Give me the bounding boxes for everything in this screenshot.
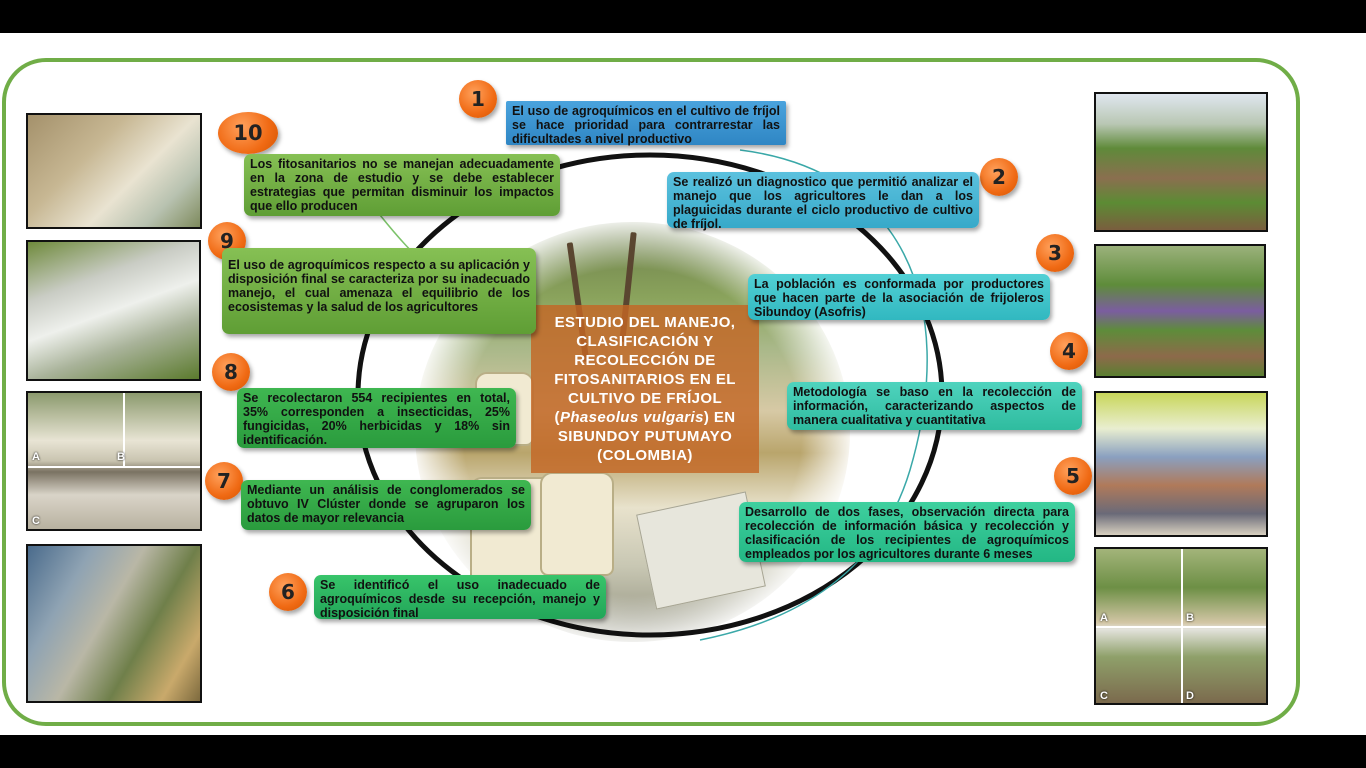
step-number-6: 6 — [269, 573, 307, 611]
photo-label-c: C — [32, 515, 40, 527]
step-number-3: 3 — [1036, 234, 1074, 272]
step-number-5: 5 — [1054, 457, 1092, 495]
photo-label-a: A — [1100, 612, 1108, 624]
photo-field-work-abcd: A B C D — [1094, 547, 1268, 705]
title-line: FITOSANITARIOS EN EL — [554, 371, 736, 388]
step-10-text: Los fitosanitarios no se manejan adecuad… — [250, 157, 554, 213]
scientific-name: Phaseolus vulgaris — [559, 409, 704, 426]
photo-farmers-in-field — [1094, 244, 1266, 378]
step-7-box: Mediante un análisis de conglomerados se… — [241, 480, 531, 530]
step-5-text: Desarrollo de dos fases, observación dir… — [745, 505, 1069, 561]
step-7-text: Mediante un análisis de conglomerados se… — [247, 483, 525, 525]
photo-containers-ground — [26, 113, 202, 229]
photo-farmer-with-bucket — [26, 544, 202, 703]
photo-label-c: C — [1100, 690, 1108, 702]
step-number-2: 2 — [980, 158, 1018, 196]
step-8-box: Se recolectaron 554 recipientes en total… — [237, 388, 516, 448]
photo-divider — [1181, 549, 1183, 703]
title-line: CLASIFICACIÓN Y — [576, 333, 714, 350]
photo-divider — [123, 393, 125, 466]
photo-label-b: B — [1186, 612, 1194, 624]
step-3-box: La población es conformada por productor… — [748, 274, 1050, 320]
photo-label-b: B — [117, 451, 125, 463]
step-1-box: El uso de agroquímicos en el cultivo de … — [506, 101, 786, 146]
step-number-4: 4 — [1050, 332, 1088, 370]
bottom-letterbox-bar — [0, 735, 1366, 768]
step-3-text: La población es conformada por productor… — [754, 277, 1044, 319]
central-title-box: ESTUDIO DEL MANEJO, CLASIFICACIÓN Y RECO… — [531, 305, 759, 473]
step-8-text: Se recolectaron 554 recipientes en total… — [243, 391, 510, 447]
photo-label-a: A — [32, 451, 40, 463]
photo-divider — [28, 466, 200, 468]
step-10-box: Los fitosanitarios no se manejan adecuad… — [244, 154, 560, 216]
step-5-box: Desarrollo de dos fases, observación dir… — [739, 502, 1075, 562]
step-9-text: El uso de agroquímicos respecto a su apl… — [228, 258, 530, 314]
top-letterbox-bar — [0, 0, 1366, 33]
step-2-box: Se realizó un diagnostico que permitió a… — [667, 172, 979, 231]
step-number-8: 8 — [212, 353, 250, 391]
step-4-text: Metodología se baso en la recolección de… — [793, 385, 1076, 427]
step-number-1: 1 — [459, 80, 497, 118]
title-paren-close: ) EN — [703, 409, 736, 426]
title-line: SIBUNDOY PUTUMAYO — [557, 428, 733, 445]
title-line: ESTUDIO DEL MANEJO, — [554, 314, 736, 331]
step-2-text: Se realizó un diagnostico que permitió a… — [673, 175, 973, 231]
title-line: (COLOMBIA) — [597, 447, 693, 464]
photo-label-d: D — [1186, 690, 1194, 702]
step-6-box: Se identificó el uso inadecuado de agroq… — [314, 575, 606, 620]
step-number-7: 7 — [205, 462, 243, 500]
title-paren-open: ( — [554, 409, 560, 426]
step-9-box: El uso de agroquímicos respecto a su apl… — [222, 248, 536, 334]
title-line-scientific: (Phaseolus vulgaris) EN — [555, 408, 736, 427]
title-line: RECOLECCIÓN DE — [574, 352, 716, 369]
photo-bean-field — [1094, 92, 1268, 232]
photo-shelf-containers-abc: A B C — [26, 391, 202, 531]
photo-meeting-room — [1094, 391, 1268, 537]
photo-discarded-bottles — [26, 240, 201, 381]
step-6-text: Se identificó el uso inadecuado de agroq… — [320, 578, 600, 620]
step-4-box: Metodología se baso en la recolección de… — [787, 382, 1082, 430]
title-line: CULTIVO DE FRÍJOL — [567, 390, 723, 407]
step-number-10: 10 — [218, 112, 278, 154]
step-1-text: El uso de agroquímicos en el cultivo de … — [512, 104, 780, 146]
rounded-green-frame — [2, 58, 1300, 726]
